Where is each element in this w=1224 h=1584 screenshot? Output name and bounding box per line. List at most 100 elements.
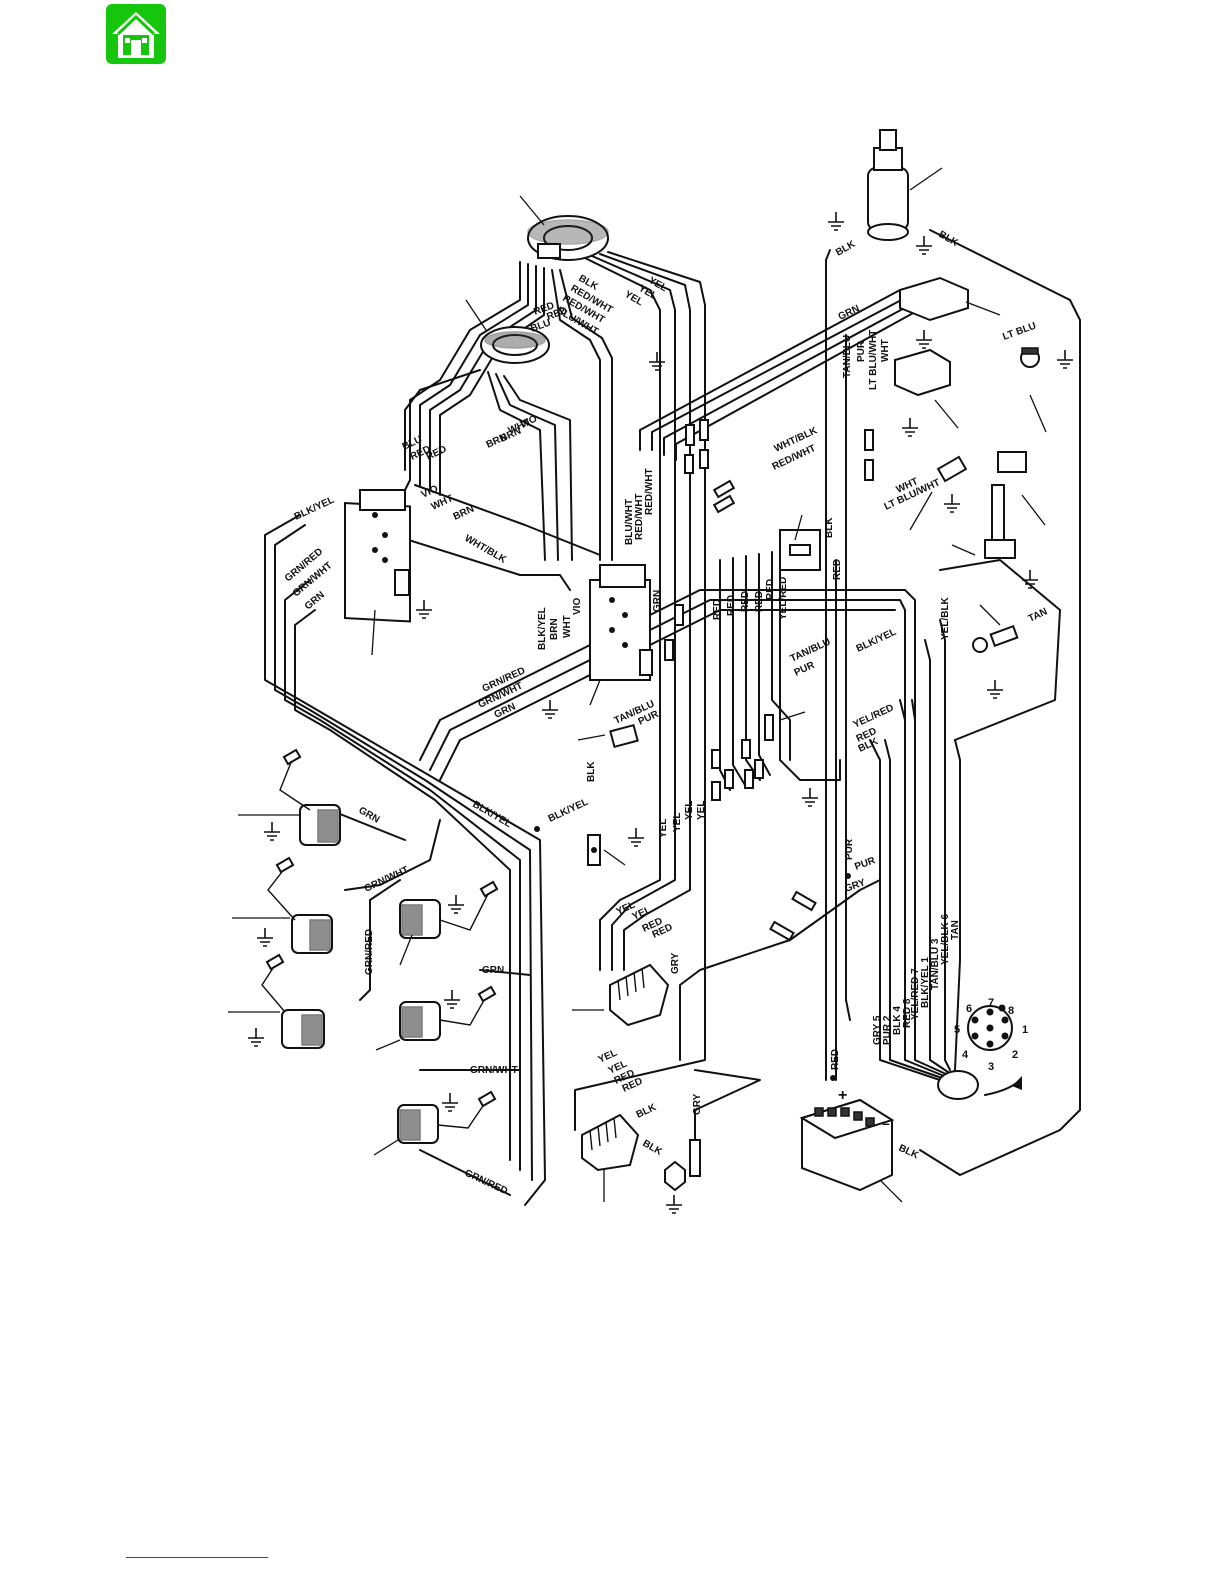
wire-label: RED	[726, 595, 737, 616]
battery-positive-mark: +	[838, 1087, 847, 1104]
switch-box-2	[589, 564, 653, 681]
wire-label: RED/WHT	[634, 493, 645, 540]
ignition-coil-2	[291, 914, 333, 954]
wire-label: PUR 2	[882, 1015, 893, 1045]
wire-label: PUR	[844, 838, 855, 860]
wire-label: RED	[832, 559, 843, 580]
wire-label: GRY	[670, 952, 681, 974]
choke-solenoid	[984, 451, 1027, 559]
ground-sensor	[779, 529, 821, 571]
temp-sensor	[1020, 347, 1040, 368]
trigger	[480, 326, 550, 364]
wire-label: BLK/YEL	[855, 627, 898, 655]
wire-label: RED	[754, 591, 765, 612]
wire-label: BLK	[824, 517, 835, 538]
pin-number: 3	[988, 1061, 994, 1073]
wire-label: GRN	[482, 965, 504, 976]
wire-label: LT BLU/WHT	[868, 330, 879, 390]
fuse	[664, 1160, 686, 1192]
switch-box-1	[344, 489, 411, 623]
wire-label: PUR	[853, 855, 877, 873]
wire-label: RED/WHT	[644, 468, 655, 515]
ignition-coil-1	[299, 804, 341, 846]
battery-negative-mark: –	[882, 1115, 890, 1131]
ignition-coil-6	[397, 1104, 439, 1144]
wire-label: YEL/BLK	[940, 596, 951, 640]
ground-stud	[587, 834, 601, 866]
wire-label: YEL/RED	[778, 577, 789, 620]
wire-label: BRN	[485, 432, 509, 451]
wire-label: WHT/BLK	[463, 533, 509, 566]
wire-label: GRN	[303, 590, 327, 613]
pin-number: 8	[1008, 1005, 1014, 1017]
footer-link-underline[interactable]	[126, 1557, 268, 1558]
wire-label: YEL/BLK 6	[940, 913, 951, 965]
home-button[interactable]	[106, 4, 166, 64]
wire-label: YEL	[684, 801, 695, 820]
wire-label: YEL	[658, 819, 669, 838]
wire-label: GRN	[837, 303, 862, 322]
wire-label: YEL	[696, 801, 707, 820]
wire-label: BLK	[586, 761, 597, 782]
harness-connector-8-pin	[937, 1004, 1022, 1100]
wire-label: TAN	[1027, 606, 1050, 624]
wire-label: GRN/WHT	[470, 1065, 518, 1076]
wire-label: BLK/YEL	[537, 607, 548, 650]
wire-label: VIO	[572, 598, 583, 615]
wire-label: LT BLU	[1001, 321, 1037, 343]
wire-label: WHT	[880, 339, 891, 362]
wire-label: TAN/BLU	[842, 335, 853, 378]
stator	[527, 215, 609, 261]
junction-dots	[534, 826, 851, 1081]
wire-label: BLK	[641, 1138, 665, 1158]
wire-label: BLK	[897, 1143, 921, 1162]
home-icon	[112, 12, 160, 58]
wire-label: BLK	[937, 229, 961, 249]
wire-label: RED 8	[902, 998, 913, 1028]
pin-number: 5	[954, 1024, 960, 1036]
wire-label: TAN/BLU 3	[930, 938, 941, 990]
wire-label: GRN/RED	[463, 1168, 509, 1197]
harness-wires	[264, 229, 1081, 1206]
relay-module	[894, 348, 951, 397]
rectifier-1	[609, 963, 670, 1027]
wire-label: WHT	[562, 615, 573, 638]
wire-label: RED	[740, 591, 751, 612]
wire-label: VIO	[420, 483, 440, 500]
wire-label: BRN	[452, 504, 476, 523]
wire-label: BLU/WHT	[624, 499, 635, 545]
bullet-connectors	[664, 419, 874, 1177]
battery-terminals: + –	[838, 1087, 890, 1131]
wire-label: BLK 4	[892, 1006, 903, 1035]
wire-label: RED	[712, 599, 723, 620]
ignition-coil-5	[399, 1001, 441, 1041]
ignition-module	[899, 276, 969, 322]
temp-switch	[936, 455, 968, 483]
wire-label: YEL	[672, 813, 683, 832]
pin-number: 1	[1022, 1024, 1028, 1036]
wire-label: RED	[765, 579, 776, 600]
wire-label: BLK	[834, 238, 858, 258]
wire-label: PUR	[856, 340, 867, 362]
wire-label: GRN/WHT	[363, 865, 411, 895]
terminal-block	[609, 723, 639, 749]
wire-label: RED	[830, 1049, 841, 1070]
wire-label: YEL/RED 7	[910, 968, 921, 1020]
starter-solenoid	[867, 129, 909, 241]
wire-label: BLK/YEL	[293, 495, 336, 523]
spark-plug-leads	[261, 748, 499, 1129]
connector-pin-numbers: 1 2 3 4 5 6 7 8	[954, 997, 1028, 1073]
rectifier-2	[581, 1113, 640, 1172]
ignition-coil-3	[281, 1009, 325, 1049]
pin-number: 6	[966, 1003, 972, 1015]
pin-number: 2	[1012, 1049, 1018, 1061]
pin-number: 7	[988, 997, 994, 1009]
callout-leaders	[228, 167, 1047, 1203]
wire-label: BLK/YEL 1	[920, 957, 931, 1008]
wire-label: GRY 5	[872, 1015, 883, 1045]
ground-symbols	[248, 212, 1073, 1214]
wire-label: TAN	[950, 920, 961, 940]
wire-label: GRN/RED	[364, 929, 375, 975]
wire-label: GRY	[692, 1093, 703, 1115]
ignition-coil-4	[399, 899, 441, 939]
